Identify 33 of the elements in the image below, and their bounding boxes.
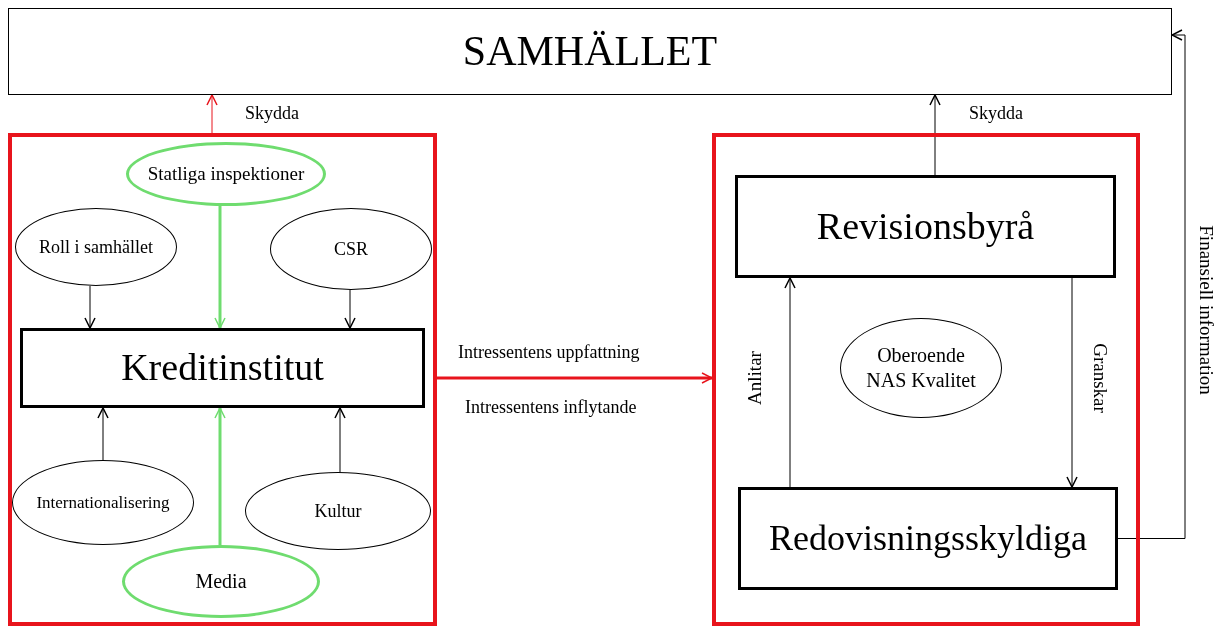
node-label: Media bbox=[195, 569, 247, 594]
node-label: Roll i samhället bbox=[39, 235, 153, 259]
group-frame bbox=[712, 133, 1140, 626]
node-label: Internationalisering bbox=[36, 491, 170, 514]
node-label: Revisionsbyrå bbox=[816, 203, 1035, 249]
society-box bbox=[8, 8, 1172, 95]
group-frame bbox=[8, 133, 437, 626]
arrow bbox=[437, 372, 713, 384]
audit-firm-box bbox=[735, 175, 1116, 278]
institution-box bbox=[20, 328, 425, 408]
node-label: CSR bbox=[334, 237, 368, 261]
arrow bbox=[84, 285, 96, 329]
arrow bbox=[206, 94, 218, 134]
arrow bbox=[1066, 277, 1078, 488]
arrow bbox=[344, 289, 356, 329]
node-label: Redovisningsskyldiga bbox=[769, 517, 1087, 560]
arrow bbox=[97, 407, 109, 461]
reporting-entity-box bbox=[738, 487, 1118, 590]
edge-label: Skydda bbox=[243, 104, 301, 124]
arrow bbox=[929, 94, 941, 176]
edge-label: Intressentens uppfattning bbox=[456, 343, 642, 363]
node-label: Oberoende NAS Kvalitet bbox=[866, 343, 976, 393]
arrow bbox=[784, 277, 796, 488]
node-label: Kreditinstitut bbox=[121, 345, 324, 391]
node-label: Kultur bbox=[314, 499, 362, 523]
edge-label: Skydda bbox=[967, 104, 1025, 124]
arrow bbox=[334, 407, 346, 473]
arrow bbox=[214, 206, 226, 329]
arrow bbox=[1117, 29, 1186, 539]
node-label: Statliga inspektioner bbox=[147, 162, 305, 186]
arrow bbox=[214, 407, 226, 545]
node-label: SAMHÄLLET bbox=[462, 27, 718, 77]
note-label: Intressentens inflytande bbox=[463, 398, 639, 418]
